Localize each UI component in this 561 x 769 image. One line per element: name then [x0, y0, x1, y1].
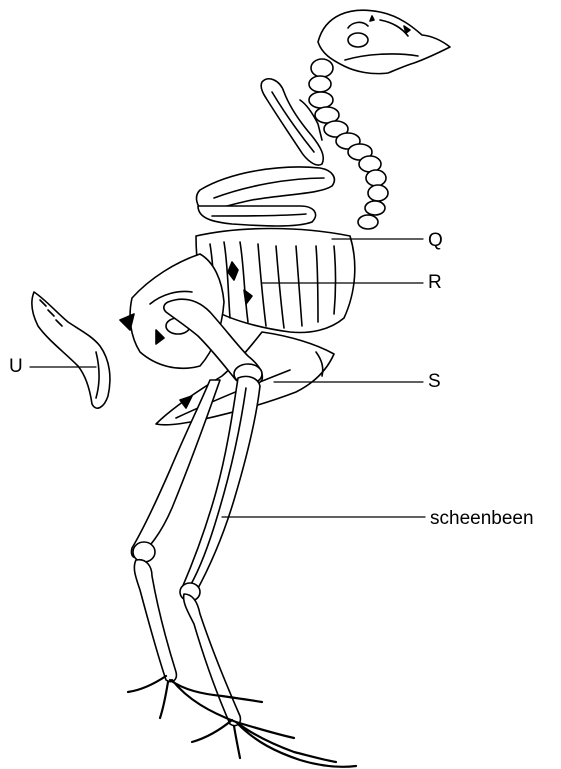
skull	[318, 10, 450, 73]
tail	[32, 292, 110, 408]
label-s: S	[428, 372, 441, 391]
neck-vertebrae	[309, 59, 388, 229]
label-u: U	[9, 357, 23, 376]
label-r: R	[428, 273, 442, 292]
feet	[128, 676, 356, 767]
label-scheenbeen: scheenbeen	[430, 509, 534, 528]
label-q: Q	[428, 231, 443, 250]
